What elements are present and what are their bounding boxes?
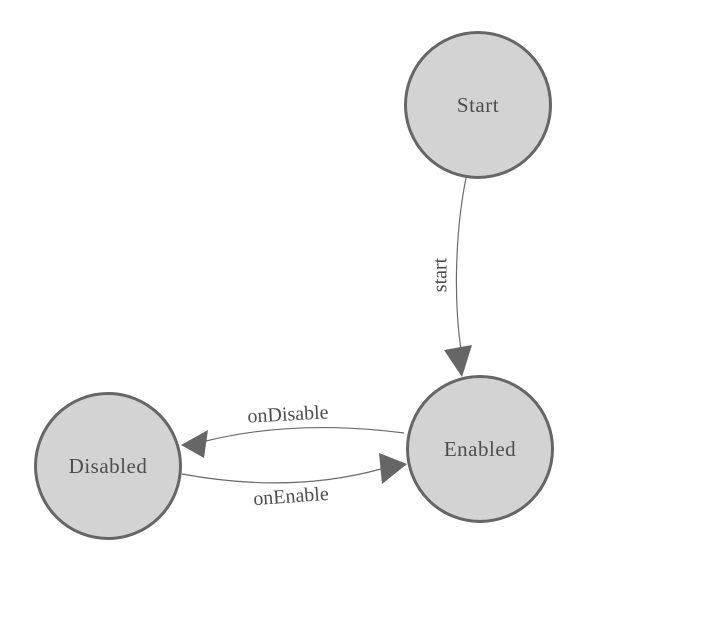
edge-enabled-to-disabled (205, 426, 405, 442)
arrowhead-disabled-to-enabled (379, 453, 407, 484)
state-node-enabled: Enabled (406, 375, 554, 523)
state-label-enabled: Enabled (443, 436, 517, 461)
state-node-start: Start (404, 31, 552, 179)
arrowhead-enabled-to-disabled (181, 430, 208, 458)
state-label-start: Start (456, 92, 500, 117)
edge-label-start: start (429, 257, 452, 293)
state-label-disabled: Disabled (68, 453, 148, 478)
edge-disabled-to-enabled (181, 468, 382, 484)
state-node-disabled: Disabled (34, 392, 182, 540)
edge-start-to-enabled (455, 177, 467, 351)
arrowhead-start-to-enabled (444, 345, 472, 377)
edge-label-ondisable: onDisable (246, 401, 330, 428)
